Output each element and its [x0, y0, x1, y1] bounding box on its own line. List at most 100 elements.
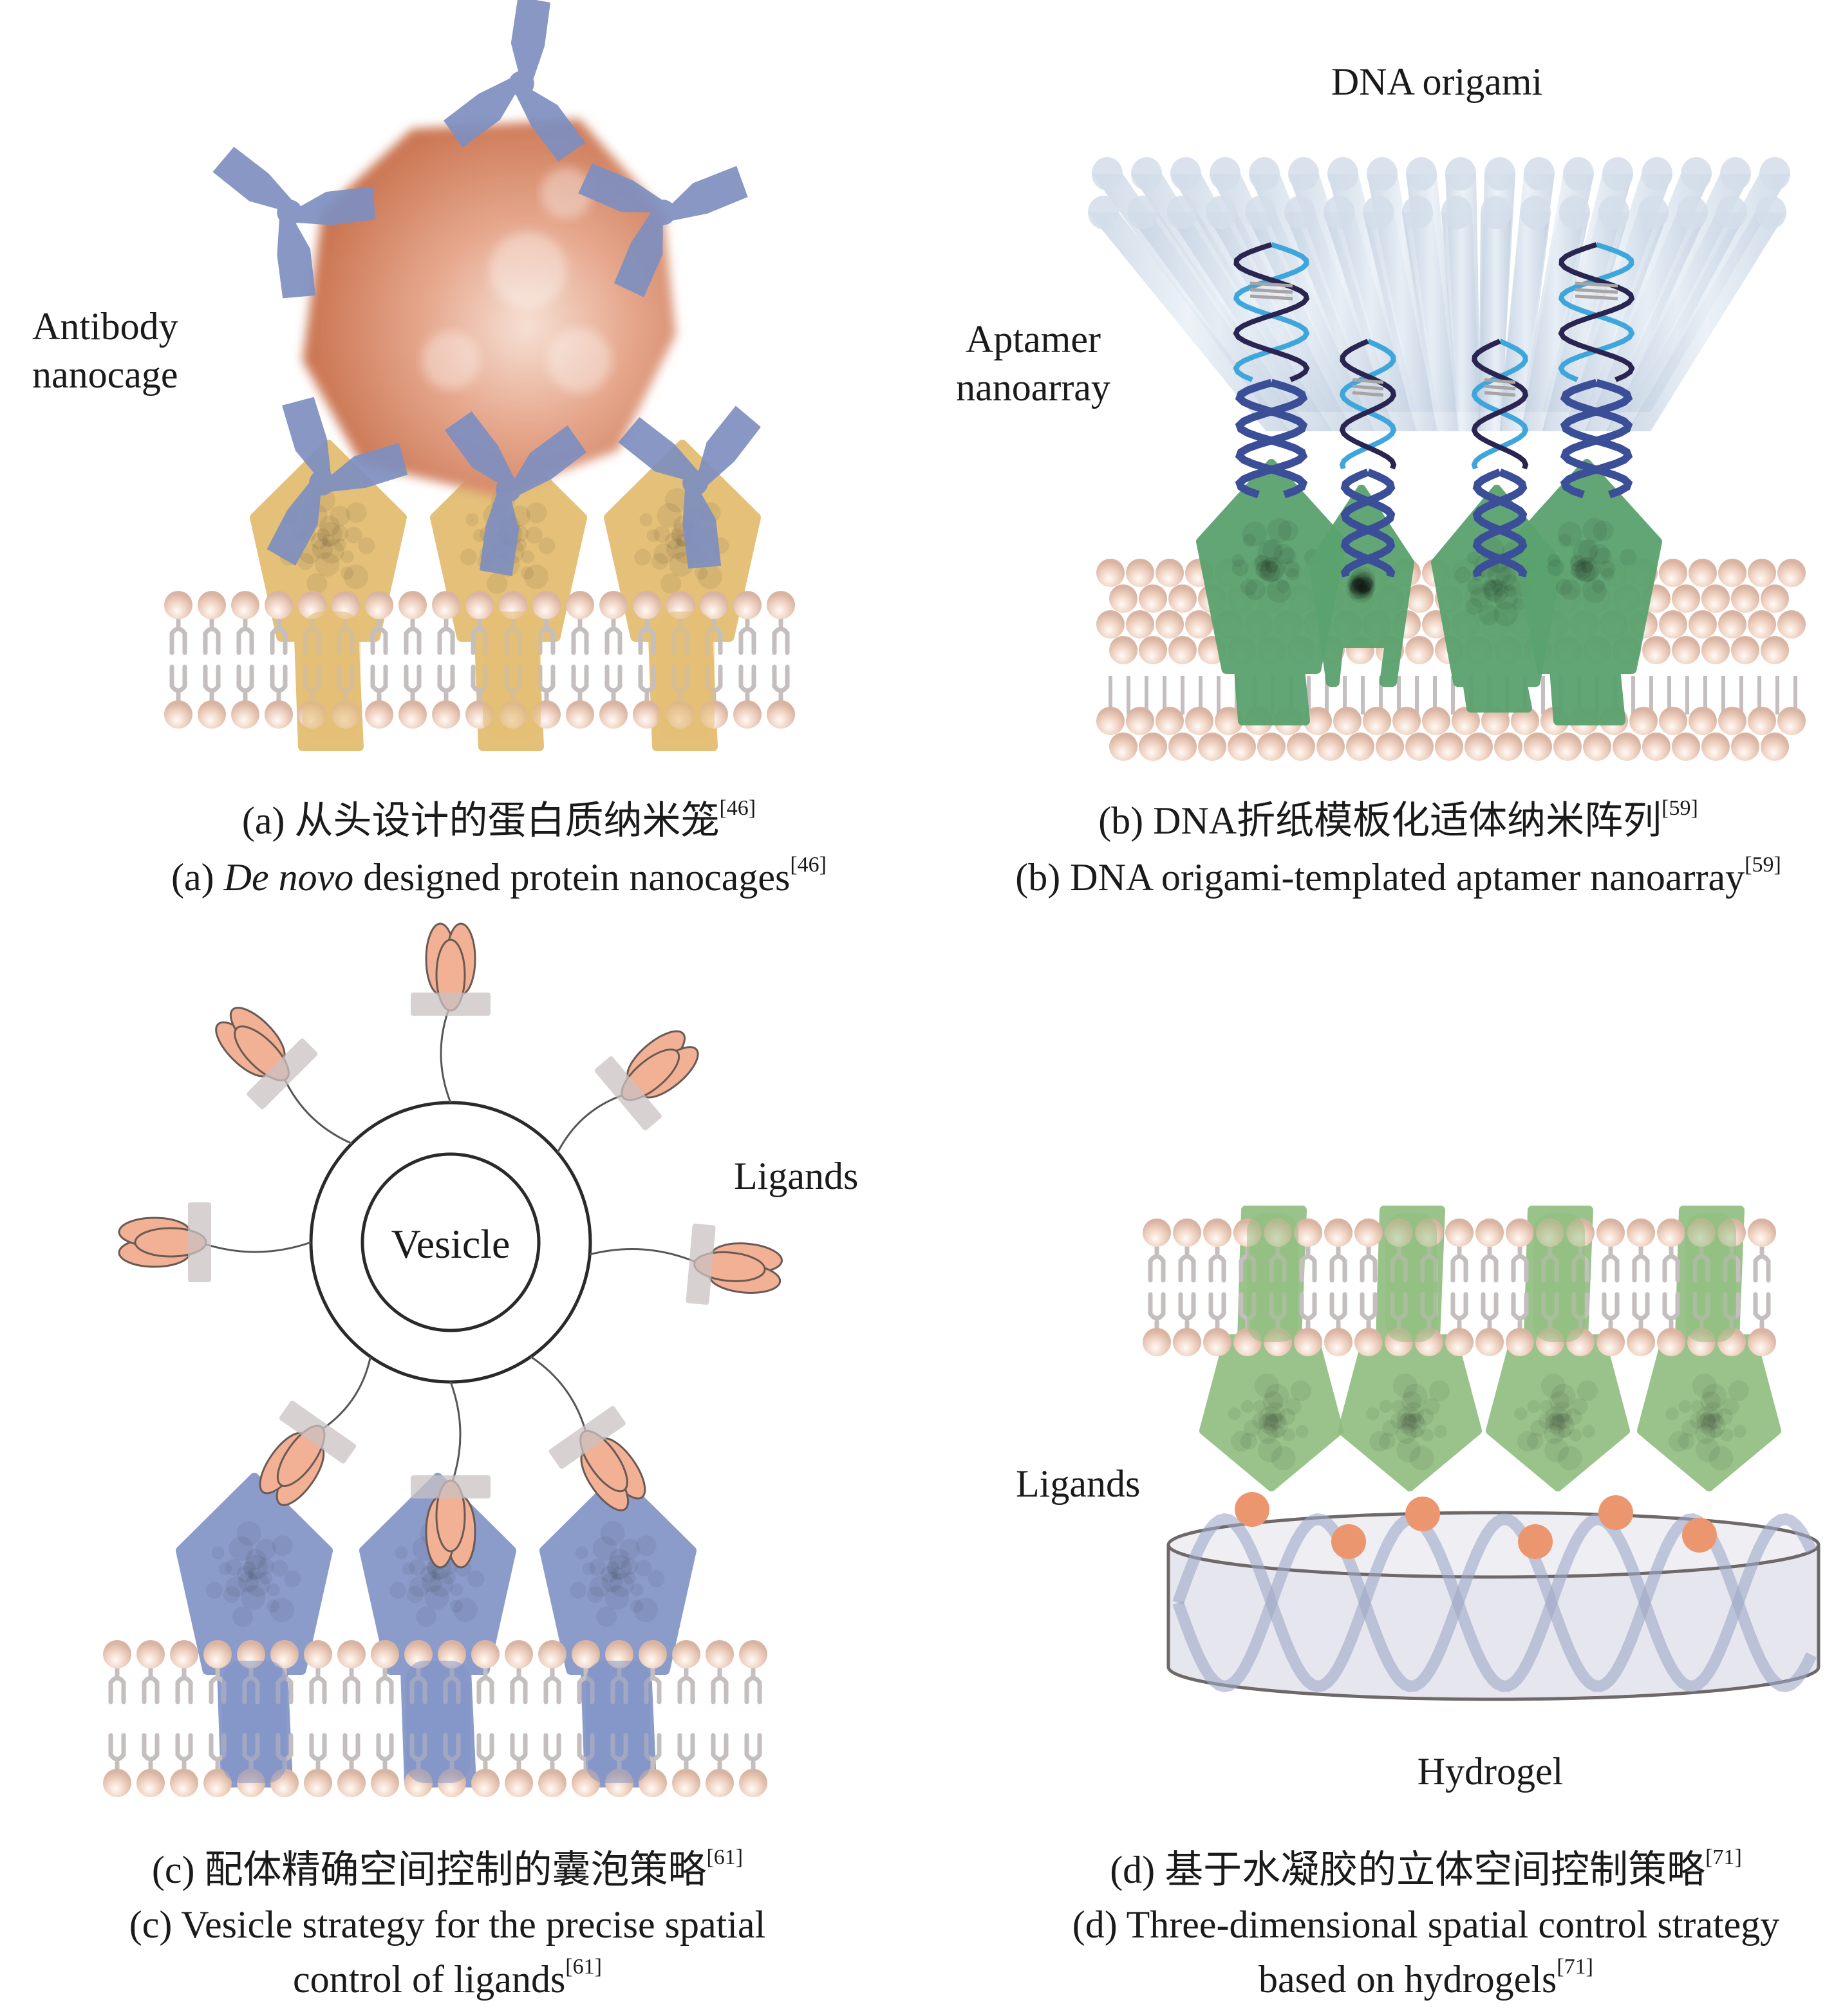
lipid-tail — [175, 1666, 193, 1704]
ligand-dot — [1518, 1524, 1553, 1559]
protein-texture — [671, 528, 684, 541]
lipid-head — [1689, 610, 1717, 639]
lipid-head — [1761, 636, 1789, 664]
lipid-tail — [1632, 1244, 1650, 1283]
lipid-tail — [744, 1733, 762, 1771]
lipid — [767, 591, 795, 729]
caption-b-en: (b) DNA origami-templated aptamer nanoar… — [1015, 854, 1781, 899]
ligand-body — [411, 922, 491, 1016]
lipid-tail — [638, 664, 656, 703]
protein-texture — [1696, 1406, 1721, 1431]
protein-texture — [1356, 576, 1374, 593]
aptamer-strand-dark — [1558, 242, 1635, 382]
ligand-block — [247, 1038, 318, 1110]
lipid — [1324, 1218, 1352, 1356]
antibody-arm — [514, 84, 586, 162]
protein-texture — [443, 1571, 456, 1585]
origami-rod — [1521, 212, 1590, 431]
lipid — [1354, 1218, 1383, 1356]
lipid-head — [371, 1640, 399, 1668]
lipid-head — [1748, 559, 1776, 587]
protein-texture — [1678, 1399, 1692, 1413]
lipid-head — [1583, 733, 1611, 761]
lipid-head — [1777, 707, 1806, 735]
protein-texture — [1709, 1425, 1723, 1439]
protein-texture — [1493, 585, 1519, 610]
protein-texture — [1231, 1431, 1252, 1452]
lipid-head — [471, 1640, 500, 1668]
ligand-body — [686, 1223, 783, 1305]
lipid — [739, 1640, 767, 1797]
lipid — [1506, 1218, 1534, 1356]
protein-texture — [1277, 520, 1298, 541]
lipid-tail — [309, 1733, 327, 1771]
protein-texture — [1390, 1412, 1407, 1430]
lipid-head — [337, 1769, 366, 1797]
lipid-head — [1168, 733, 1197, 761]
protein-texture — [1240, 579, 1257, 596]
caption-text: DNA origami-templated aptamer nanoarray — [1070, 856, 1745, 899]
origami-rod-end — [1127, 196, 1158, 229]
lipid-tail — [169, 617, 187, 655]
nanocage-highlight — [489, 232, 566, 309]
lipid-head — [1294, 1218, 1322, 1247]
protein-texture — [1504, 584, 1517, 597]
origami-rod — [1441, 212, 1481, 431]
protein-texture — [1540, 1400, 1553, 1414]
lipid-head — [706, 1640, 734, 1668]
lipid-tail — [543, 1666, 561, 1704]
lipid-head — [270, 1640, 299, 1668]
lipid — [471, 1640, 500, 1797]
protein-texture — [248, 1567, 261, 1580]
protein-texture — [1396, 1437, 1421, 1462]
protein-texture — [1720, 1428, 1734, 1442]
lipid-head — [1185, 707, 1213, 735]
lipid — [365, 591, 393, 729]
hydrogel-cylinder — [1166, 1511, 1820, 1701]
protein-texture — [1490, 579, 1503, 592]
origami-rod — [1088, 212, 1289, 431]
protein-texture — [421, 1571, 442, 1592]
aptamer — [1558, 242, 1635, 499]
protein-texture — [1242, 521, 1267, 546]
protein-texture — [1691, 1400, 1705, 1414]
protein-texture — [570, 1582, 587, 1599]
protein-texture — [1265, 560, 1278, 573]
protein-texture — [575, 1546, 588, 1560]
protein-texture — [1349, 569, 1374, 594]
lipid-tail — [1148, 1292, 1166, 1330]
protein-texture — [1350, 576, 1375, 601]
origami-rod-end — [1716, 196, 1747, 229]
lipid-head — [739, 1769, 767, 1797]
lipid-tail — [1481, 1292, 1499, 1330]
lipid-head — [1659, 559, 1687, 587]
protein-texture — [345, 527, 362, 544]
base-pair — [1352, 384, 1384, 391]
aptamer — [1471, 339, 1529, 578]
antibody-arm — [267, 479, 322, 566]
ligand — [411, 1381, 491, 1569]
lipid — [1445, 1218, 1474, 1356]
lipid — [136, 1640, 165, 1797]
nanocage-highlight — [422, 331, 480, 389]
protein-texture — [660, 573, 682, 594]
ligand-dot — [1682, 1518, 1717, 1553]
protein-texture — [1257, 1437, 1282, 1462]
protein-texture — [223, 1586, 240, 1603]
protein-texture — [431, 1567, 444, 1580]
protein-texture — [1569, 1428, 1582, 1442]
caption-a-zh: (a) 从头设计的蛋白质纳米笼[46] — [242, 798, 756, 841]
aptamer-strand-light — [1233, 242, 1310, 382]
protein-texture — [1255, 561, 1272, 579]
caption-prefix: (b) — [1098, 799, 1154, 842]
protein-texture — [1544, 1406, 1569, 1431]
protein-texture — [1351, 577, 1372, 598]
protein-texture — [1279, 547, 1296, 565]
protein-texture — [341, 566, 354, 580]
origami-rod — [1542, 212, 1629, 431]
lipid-tail — [604, 617, 622, 655]
origami-rod-end — [1324, 196, 1354, 229]
base-pair — [1484, 391, 1516, 397]
protein-texture — [1259, 561, 1280, 583]
lipid-head — [599, 591, 628, 619]
